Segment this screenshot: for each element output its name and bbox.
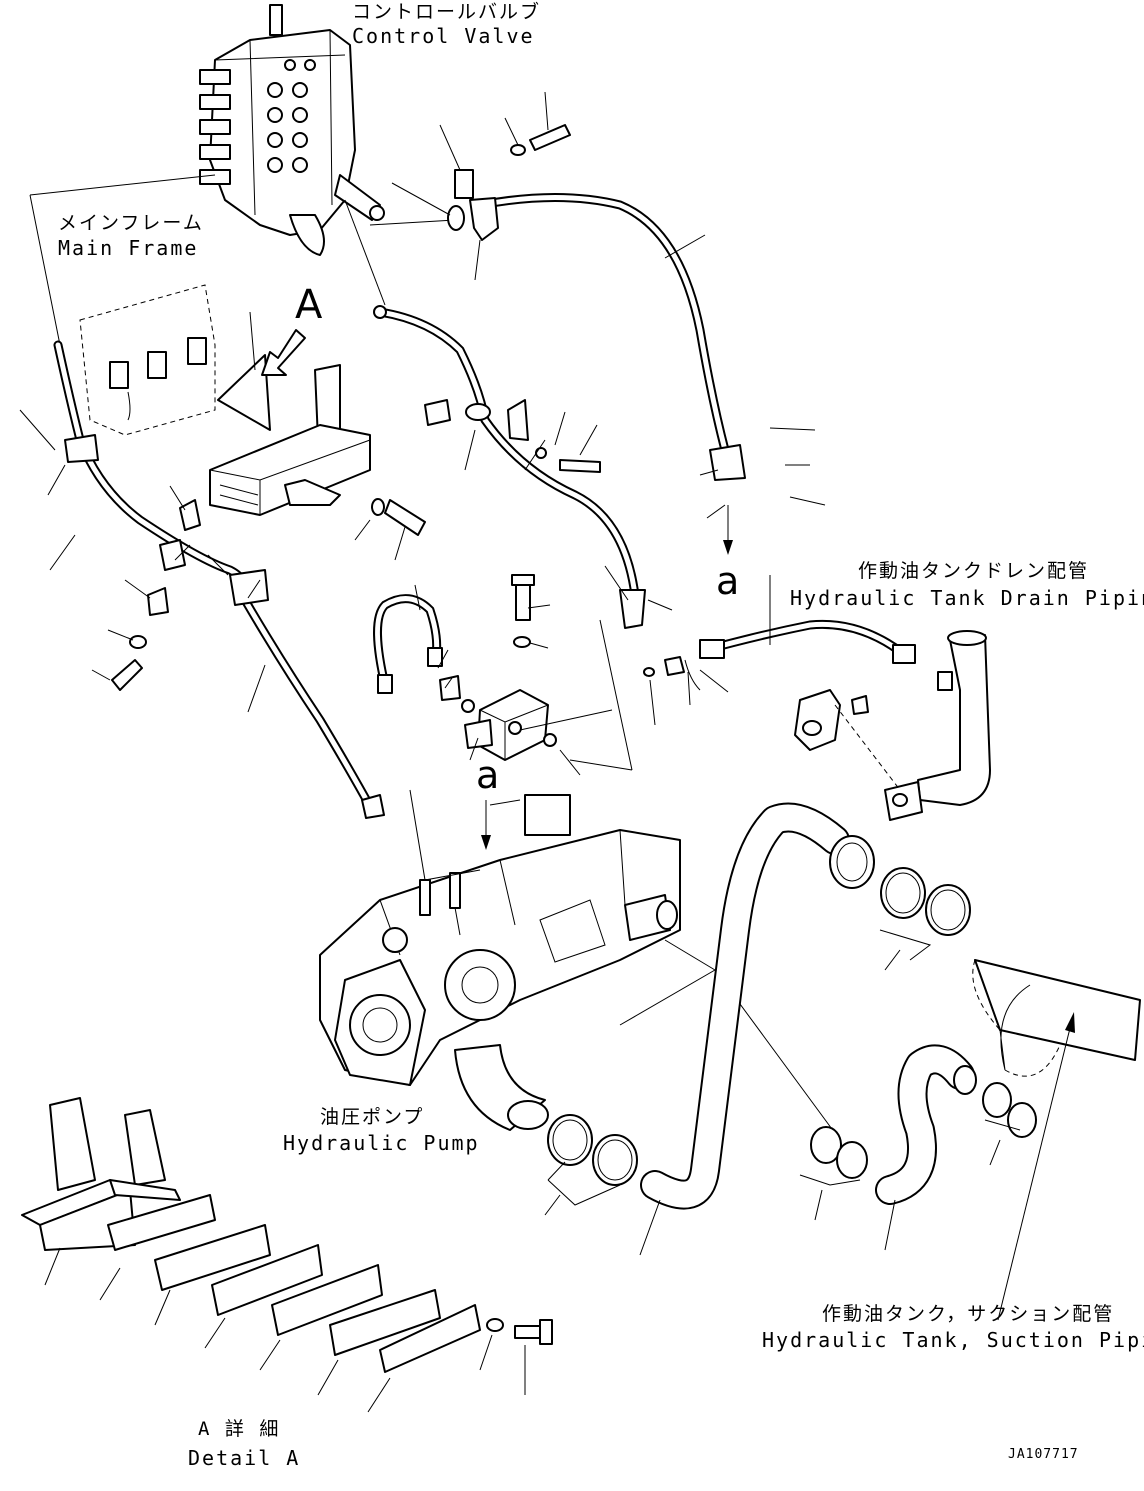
bracket-a <box>209 354 426 536</box>
hydraulic-pump-label-en: Hydraulic Pump <box>283 1131 480 1155</box>
hydraulic-pump <box>319 794 681 1131</box>
detail-a-assembly <box>21 1097 553 1373</box>
drawing-number: JA107717 <box>1008 1447 1079 1462</box>
main-frame-outline <box>79 284 216 436</box>
ref-a-upper-marker: a <box>716 559 740 603</box>
main-frame-label-jp: メインフレーム <box>58 212 204 234</box>
control-valve <box>199 4 385 256</box>
control-valve-label-jp: コントロールバルブ <box>352 1 542 23</box>
ref-arrows <box>481 505 1075 1321</box>
hydraulic-pump-label-jp: 油圧ポンプ <box>320 1106 425 1128</box>
detail-a-label-jp: A 詳 細 <box>198 1418 281 1440</box>
main-frame-label-en: Main Frame <box>58 236 199 260</box>
junction-block <box>439 675 557 761</box>
suction-hoses <box>547 802 1141 1210</box>
drain-piping-label-en: Hydraulic Tank Drain Piping <box>790 586 1144 610</box>
control-valve-label-en: Control Valve <box>352 24 535 48</box>
detail-a-label-en: Detail A <box>188 1446 301 1470</box>
ref-a-lower-marker: a <box>476 753 500 797</box>
drain-piping-label-jp: 作動油タンクドレン配管 <box>858 560 1090 582</box>
leader-lines <box>19 91 1021 1413</box>
view-a-marker: A <box>295 282 323 328</box>
drain-piping <box>643 619 991 821</box>
suction-piping-label-en: Hydraulic Tank, Suction Piping <box>762 1328 1144 1352</box>
suction-piping-label-jp: 作動油タンク，サクション配管 <box>822 1303 1115 1325</box>
